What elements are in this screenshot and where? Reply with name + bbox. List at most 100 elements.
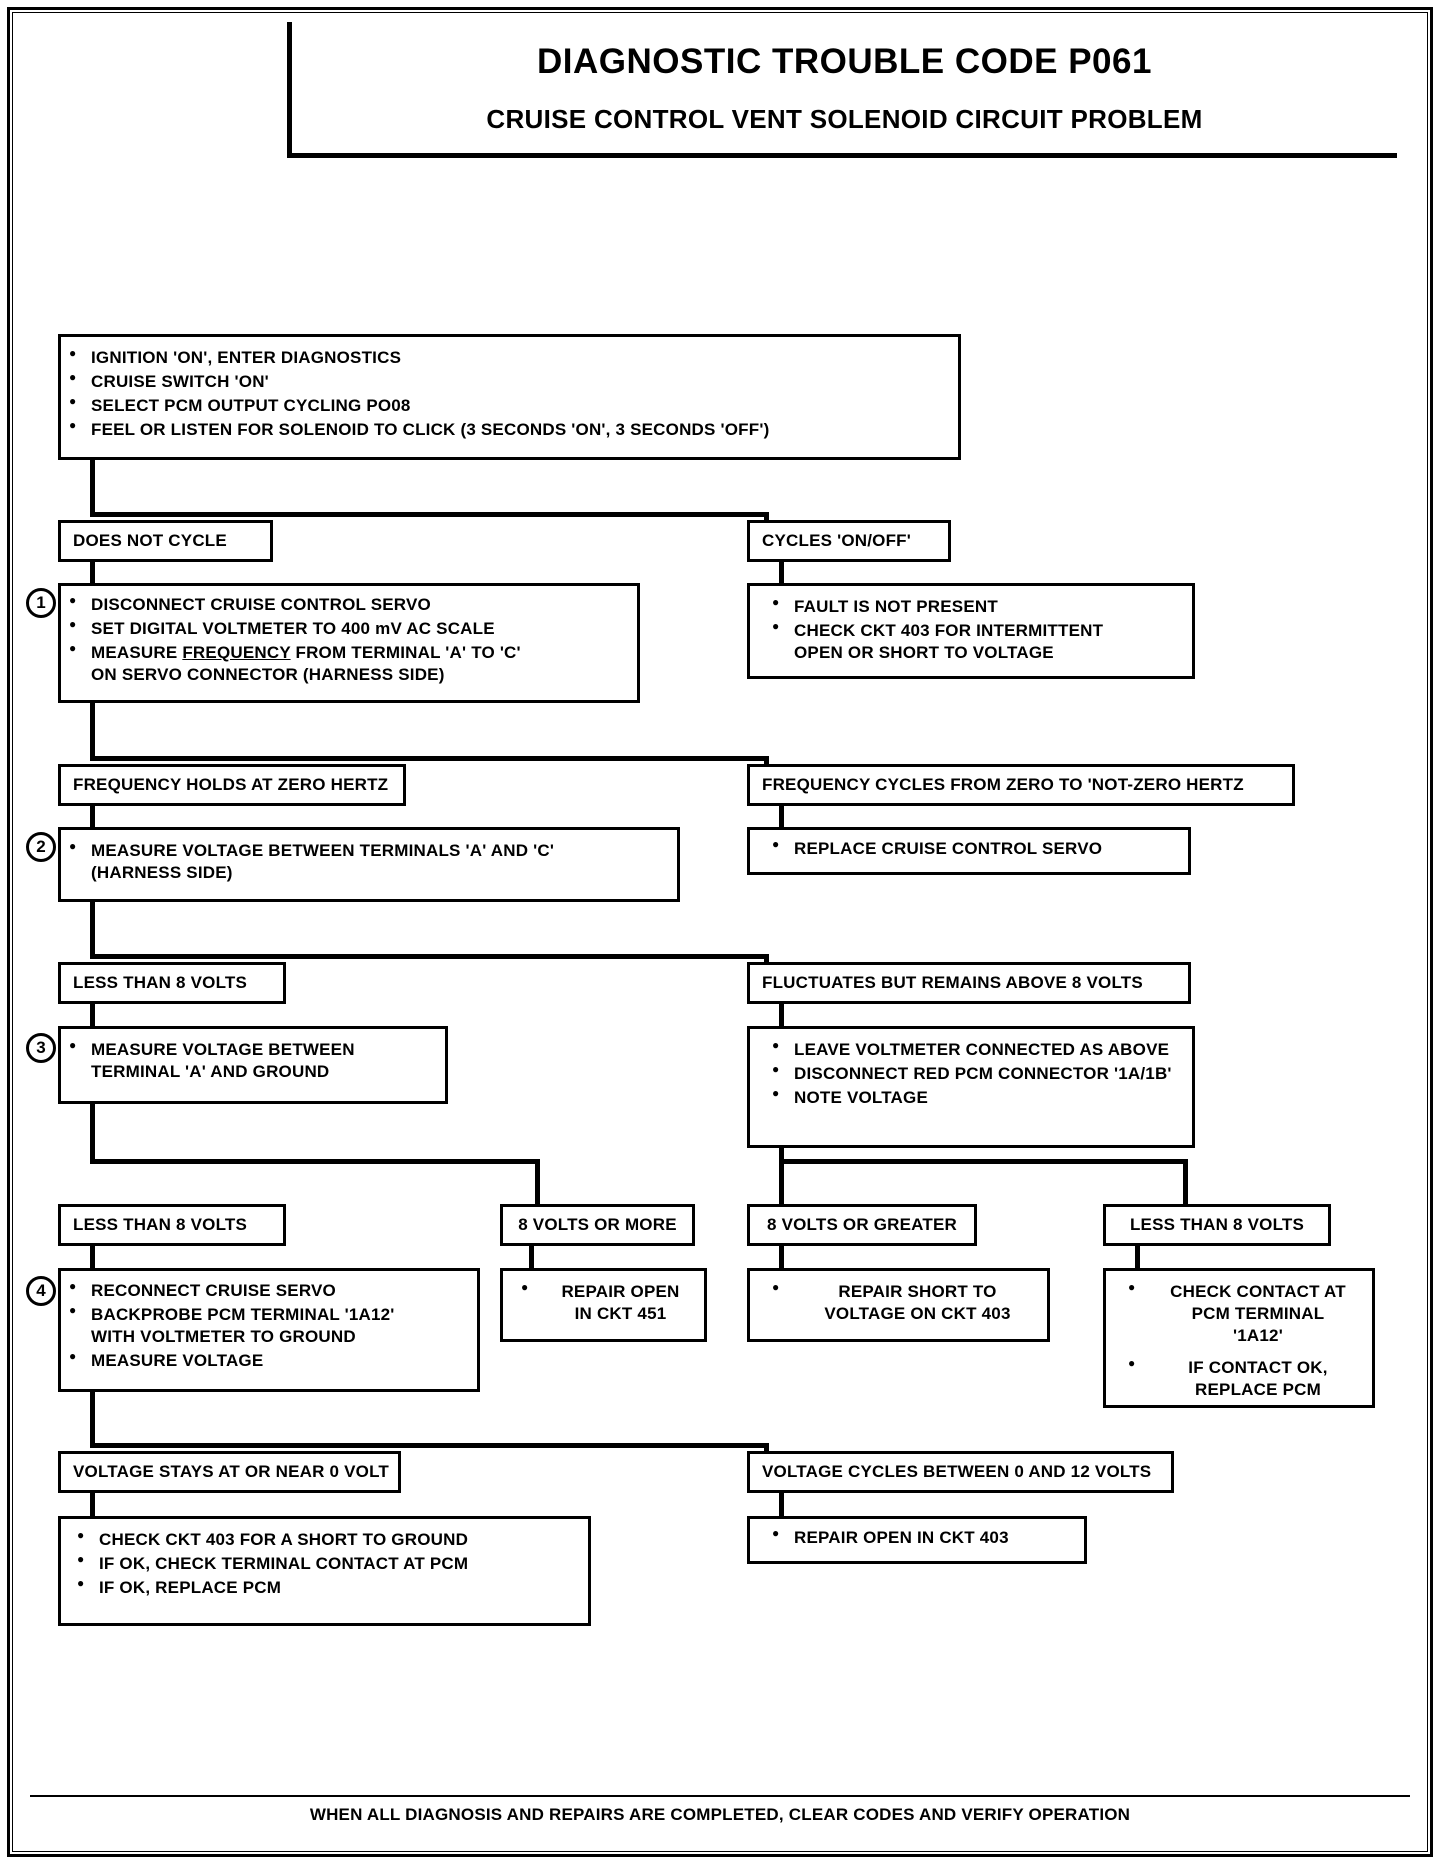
branch-label-voltage-cycles-0-12: VOLTAGE CYCLES BETWEEN 0 AND 12 VOLTS — [747, 1451, 1174, 1493]
connector-line — [90, 902, 95, 959]
branch-label-text: LESS THAN 8 VOLTS — [73, 973, 248, 992]
step-number-1: 1 — [26, 588, 56, 618]
branch-label-less-than-8-volts-b: LESS THAN 8 VOLTS — [58, 1204, 286, 1246]
measure-line2: ON SERVO CONNECTOR (HARNESS SIDE) — [91, 665, 445, 685]
step-number-text: 4 — [36, 1281, 46, 1300]
branch-label-text: 8 VOLTS OR GREATER — [767, 1215, 957, 1234]
step2-list: MEASURE VOLTAGE BETWEEN TERMINALS 'A' AN… — [61, 830, 677, 892]
page-outer-border — [7, 7, 1433, 1857]
step4-list: RECONNECT CRUISE SERVO BACKPROBE PCM TER… — [61, 1271, 477, 1380]
list-item: REPAIR SHORT TO VOLTAGE ON CKT 403 — [772, 1280, 1041, 1325]
step4-box: RECONNECT CRUISE SERVO BACKPROBE PCM TER… — [58, 1268, 480, 1392]
item-line1: REPAIR OPEN — [561, 1282, 680, 1301]
start-box-list: IGNITION 'ON', ENTER DIAGNOSTICS CRUISE … — [61, 337, 958, 449]
item-line1: CHECK CKT 403 FOR INTERMITTENT — [794, 621, 1104, 641]
connector-line — [779, 1148, 784, 1208]
item-line2: OPEN OR SHORT TO VOLTAGE — [794, 643, 1054, 663]
measure-prefix: MEASURE — [91, 643, 183, 663]
item-line1: BACKPROBE PCM TERMINAL '1A12' — [91, 1305, 395, 1325]
step-number-3: 3 — [26, 1033, 56, 1063]
list-item: REPAIR OPEN IN CKT 403 — [772, 1526, 1078, 1549]
fluctuates-box: LEAVE VOLTMETER CONNECTED AS ABOVE DISCO… — [747, 1026, 1195, 1148]
step-number-text: 2 — [36, 837, 46, 856]
connector-line — [779, 1159, 1188, 1164]
item-line2: WITH VOLTMETER TO GROUND — [91, 1327, 356, 1347]
connector-line — [90, 806, 95, 830]
list-item: CHECK CKT 403 FOR INTERMITTENT OPEN OR S… — [772, 619, 1186, 664]
step2-box: MEASURE VOLTAGE BETWEEN TERMINALS 'A' AN… — [58, 827, 680, 902]
connector-line — [90, 1392, 95, 1448]
connector-line — [529, 1246, 534, 1270]
item-line2: IN CKT 451 — [574, 1304, 667, 1324]
branch-label-frequency-holds-zero: FREQUENCY HOLDS AT ZERO HERTZ — [58, 764, 406, 806]
item-line1: MEASURE VOLTAGE BETWEEN TERMINALS 'A' AN… — [91, 841, 555, 860]
list-item: IGNITION 'ON', ENTER DIAGNOSTICS — [69, 346, 952, 369]
repair-open-ckt451-box: REPAIR OPEN IN CKT 451 — [500, 1268, 707, 1342]
list-item: MEASURE VOLTAGE BETWEEN TERMINALS 'A' AN… — [69, 839, 671, 884]
branch-label-8-volts-or-more: 8 VOLTS OR MORE — [500, 1204, 695, 1246]
cycles-box-list: FAULT IS NOT PRESENT CHECK CKT 403 FOR I… — [750, 586, 1192, 672]
item-line2: (HARNESS SIDE) — [91, 863, 233, 883]
connector-line — [90, 1246, 95, 1270]
branch-label-text: LESS THAN 8 VOLTS — [1129, 1215, 1305, 1234]
measure-underlined-word: FREQUENCY — [182, 643, 291, 663]
connector-line — [90, 1443, 769, 1448]
fluctuates-list: LEAVE VOLTMETER CONNECTED AS ABOVE DISCO… — [750, 1029, 1192, 1117]
final-right-box: REPAIR OPEN IN CKT 403 — [747, 1516, 1087, 1564]
check-contact-pcm-box: CHECK CONTACT AT PCM TERMINAL '1A12' IF … — [1103, 1268, 1375, 1408]
final-right-list: REPAIR OPEN IN CKT 403 — [750, 1519, 1084, 1557]
connector-line — [90, 512, 769, 517]
branch-label-frequency-cycles: FREQUENCY CYCLES FROM ZERO TO 'NOT-ZERO … — [747, 764, 1295, 806]
branch-label-text: VOLTAGE CYCLES BETWEEN 0 AND 12 VOLTS — [762, 1462, 1152, 1481]
list-item: DISCONNECT RED PCM CONNECTOR '1A/1B' — [772, 1062, 1186, 1085]
item-line3: '1A12' — [1233, 1326, 1283, 1346]
replace-servo-box: REPLACE CRUISE CONTROL SERVO — [747, 827, 1191, 875]
step-number-text: 1 — [36, 593, 46, 612]
branch-label-less-than-8-volts-a: LESS THAN 8 VOLTS — [58, 962, 286, 1004]
final-left-list: CHECK CKT 403 FOR A SHORT TO GROUND IF O… — [61, 1519, 588, 1607]
connector-line — [1135, 1246, 1140, 1270]
list-item: NOTE VOLTAGE — [772, 1086, 1186, 1109]
branch-label-fluctuates-above-8: FLUCTUATES BUT REMAINS ABOVE 8 VOLTS — [747, 962, 1191, 1004]
list-item: FAULT IS NOT PRESENT — [772, 595, 1186, 618]
connector-line — [90, 954, 769, 959]
branch-label-text: DOES NOT CYCLE — [73, 531, 227, 550]
item-line1: IF CONTACT OK, — [1188, 1358, 1328, 1378]
replace-servo-list: REPLACE CRUISE CONTROL SERVO — [750, 830, 1188, 868]
branch-label-text: LESS THAN 8 VOLTS — [73, 1215, 248, 1234]
check-contact-list: CHECK CONTACT AT PCM TERMINAL '1A12' IF … — [1106, 1271, 1372, 1409]
list-item: BACKPROBE PCM TERMINAL '1A12' WITH VOLTM… — [69, 1303, 471, 1348]
branch-label-less-than-8-volts-c: LESS THAN 8 VOLTS — [1103, 1204, 1331, 1246]
list-item: IF OK, CHECK TERMINAL CONTACT AT PCM — [77, 1552, 582, 1575]
list-item: FEEL OR LISTEN FOR SOLENOID TO CLICK (3 … — [69, 418, 952, 441]
connector-line — [90, 460, 95, 517]
connector-line — [90, 1104, 95, 1164]
list-item: CRUISE SWITCH 'ON' — [69, 370, 952, 393]
list-item: CHECK CONTACT AT PCM TERMINAL '1A12' — [1128, 1280, 1366, 1347]
branch-label-text: VOLTAGE STAYS AT OR NEAR 0 VOLT — [73, 1462, 390, 1481]
item-line1: CHECK CONTACT AT — [1170, 1282, 1346, 1301]
item-line2: PCM TERMINAL — [1191, 1304, 1325, 1324]
branch-label-does-not-cycle: DOES NOT CYCLE — [58, 520, 273, 562]
list-item: DISCONNECT CRUISE CONTROL SERVO — [69, 593, 631, 616]
connector-line — [779, 1004, 784, 1028]
footer-note: WHEN ALL DIAGNOSIS AND REPAIRS ARE COMPL… — [309, 1805, 1131, 1824]
page-subtitle: CRUISE CONTROL VENT SOLENOID CIRCUIT PRO… — [486, 104, 1203, 134]
title-block: DIAGNOSTIC TROUBLE CODE P061 CRUISE CONT… — [287, 22, 1397, 158]
connector-line — [90, 562, 95, 586]
branch-label-text: 8 VOLTS OR MORE — [518, 1215, 677, 1234]
branch-label-text: FREQUENCY CYCLES FROM ZERO TO 'NOT-ZERO … — [762, 775, 1244, 794]
list-item: IF OK, REPLACE PCM — [77, 1576, 582, 1599]
connector-line — [90, 1004, 95, 1028]
cycles-on-off-box: FAULT IS NOT PRESENT CHECK CKT 403 FOR I… — [747, 583, 1195, 679]
list-item: MEASURE FREQUENCY FROM TERMINAL 'A' TO '… — [69, 641, 631, 686]
connector-line — [535, 1159, 540, 1204]
repair-short-list: REPAIR SHORT TO VOLTAGE ON CKT 403 — [750, 1271, 1047, 1333]
item-line1: MEASURE VOLTAGE BETWEEN — [91, 1040, 355, 1059]
step-number-4: 4 — [26, 1276, 56, 1306]
list-item: RECONNECT CRUISE SERVO — [69, 1279, 471, 1302]
item-line2: TERMINAL 'A' AND GROUND — [91, 1062, 330, 1082]
list-item: SET DIGITAL VOLTMETER TO 400 mV AC SCALE — [69, 617, 631, 640]
branch-label-cycles-on-off: CYCLES 'ON/OFF' — [747, 520, 951, 562]
step1-box: DISCONNECT CRUISE CONTROL SERVO SET DIGI… — [58, 583, 640, 703]
